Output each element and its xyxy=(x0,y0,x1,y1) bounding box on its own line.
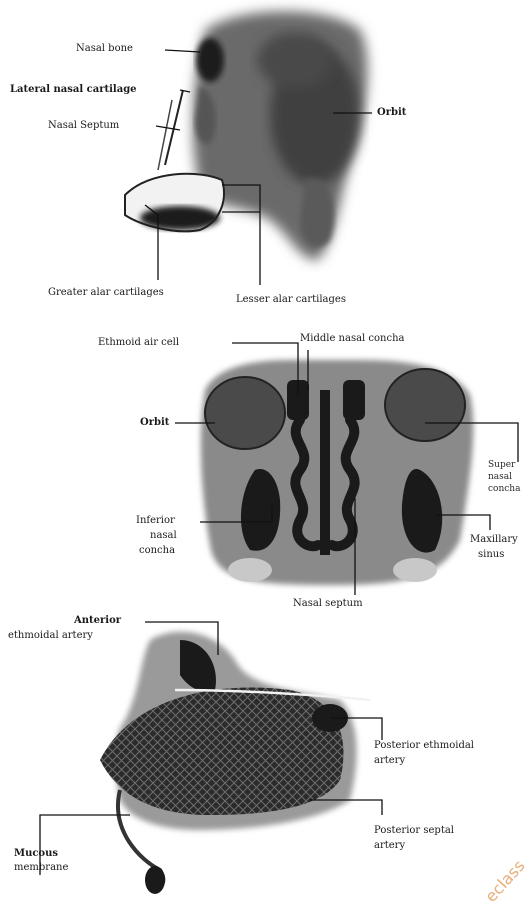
label-superior-nasal-concha-3: concha xyxy=(488,484,520,494)
panel1-skull-drawing xyxy=(125,11,367,260)
nasal-septum xyxy=(320,390,330,555)
label-superior-nasal-concha-2: nasal xyxy=(488,472,512,482)
nostril-shape xyxy=(145,866,165,894)
label-superior-nasal-concha-1: Super xyxy=(488,460,515,470)
right-orbit xyxy=(385,369,465,441)
label-posterior-ethmoidal-artery-1: Posterior ethmoidal xyxy=(374,740,474,751)
label-posterior-ethmoidal-artery-2: artery xyxy=(374,755,405,766)
label-lesser-alar-cartilages: Lesser alar cartilages xyxy=(236,294,346,305)
label-ethmoid-air-cell: Ethmoid air cell xyxy=(98,337,179,348)
label-inferior-nasal-concha-2: nasal xyxy=(150,530,177,541)
label-lateral-nasal-cartilage: Lateral nasal cartilage xyxy=(10,84,137,95)
label-middle-nasal-concha: Middle nasal concha xyxy=(300,333,404,344)
label-mucous-membrane-2: membrane xyxy=(14,862,68,873)
label-anterior-ethmoidal-artery-1: Anterior xyxy=(74,615,121,626)
label-nasal-bone: Nasal bone xyxy=(76,43,133,54)
left-orbit xyxy=(205,377,285,449)
panel2-coronal-section xyxy=(201,360,473,585)
label-mucous-membrane-1: Mucous xyxy=(14,848,58,859)
label-nasal-septum-p1: Nasal Septum xyxy=(48,120,119,131)
label-posterior-septal-artery-1: Posterior septal xyxy=(374,825,454,836)
label-nasal-septum-p2: Nasal septum xyxy=(293,598,363,609)
nasal-bone-shape xyxy=(196,38,224,82)
label-inferior-nasal-concha-3: concha xyxy=(139,545,175,556)
label-posterior-septal-artery-2: artery xyxy=(374,840,405,851)
label-greater-alar-cartilages: Greater alar cartilages xyxy=(48,287,164,298)
label-orbit-p2: Orbit xyxy=(140,417,169,428)
label-orbit-p1: Orbit xyxy=(377,107,406,118)
label-anterior-ethmoidal-artery-2: ethmoidal artery xyxy=(8,630,93,641)
label-maxillary-sinus-2: sinus xyxy=(478,549,504,560)
label-inferior-nasal-concha-1: Inferior xyxy=(136,515,175,526)
panel3-lateral-wall xyxy=(100,632,370,894)
label-maxillary-sinus-1: Maxillary xyxy=(470,534,518,545)
